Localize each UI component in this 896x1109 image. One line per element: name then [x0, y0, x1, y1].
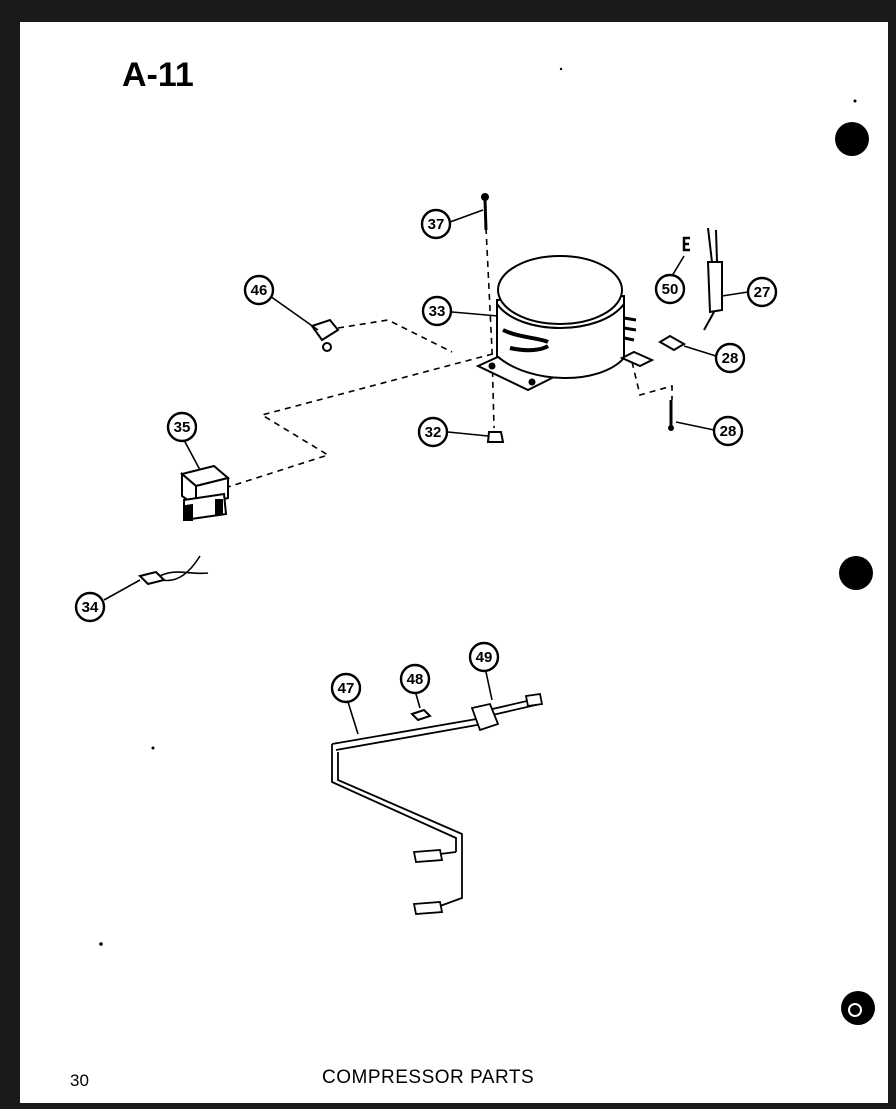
wiring-harness [331, 715, 495, 915]
callout-46-label: 46 [251, 282, 268, 299]
bolt-head [481, 193, 489, 201]
diagram-sheet [20, 22, 888, 1103]
power-cord-plug [138, 555, 209, 586]
leader-33 [451, 311, 499, 317]
leader-28b [675, 421, 715, 431]
mount-bracket [658, 334, 686, 352]
callout-34-label: 34 [82, 599, 99, 616]
mounting-bolt [481, 193, 489, 231]
leader-50 [671, 255, 685, 277]
mount-screw [668, 400, 674, 431]
page-number: 30 [70, 1071, 89, 1090]
start-relay [179, 464, 231, 522]
callout-bubbles: 37 33 46 50 27 28 28 32 [74, 208, 778, 704]
thermal-protector [703, 227, 723, 331]
callout-34: 34 [74, 591, 106, 623]
bolt-axis-line [485, 227, 495, 429]
callout-35-label: 35 [174, 419, 191, 436]
leader-49 [485, 671, 493, 701]
compressor [475, 255, 637, 392]
protector-lead [707, 227, 718, 263]
binder-hole-bottom-mark [848, 1003, 862, 1017]
callout-leaders [103, 209, 749, 735]
leader-27 [721, 291, 749, 297]
terminal-connector [310, 318, 340, 352]
assembly-lines [224, 227, 673, 489]
binder-hole-bottom [841, 991, 875, 1025]
callout-37-label: 37 [428, 216, 445, 233]
leader-37 [449, 209, 484, 223]
harness-plug-lower [412, 901, 444, 915]
lead-connector [470, 702, 500, 732]
compressor-seam [496, 303, 625, 329]
scan-specks [99, 67, 857, 946]
harness-drop [331, 744, 463, 852]
callout-28-upper: 28 [714, 342, 746, 374]
speck [151, 746, 155, 750]
callout-49-label: 49 [476, 649, 493, 666]
harness-upper-run [331, 715, 495, 751]
screw-head [668, 425, 674, 431]
compressor-dome [497, 255, 623, 325]
cord-plug [138, 570, 166, 586]
binder-hole-top [835, 122, 869, 156]
callout-50-label: 50 [662, 281, 679, 298]
protector-tip [703, 311, 715, 331]
callout-32-label: 32 [425, 424, 442, 441]
harness-plug-upper [412, 849, 444, 863]
leader-47 [347, 701, 359, 735]
leader-28a [683, 345, 717, 357]
leader-48 [415, 693, 421, 709]
callout-28-lower: 28 [712, 415, 744, 447]
callout-27-label: 27 [754, 284, 771, 301]
callout-33-label: 33 [429, 303, 446, 320]
sheet-title: A-11 [122, 56, 194, 94]
process-tubes [623, 316, 637, 342]
callout-49: 49 [468, 641, 500, 673]
callout-35: 35 [166, 411, 198, 443]
bracket-to-screw-line [631, 361, 673, 400]
mount-hole [488, 362, 496, 370]
grommet [486, 431, 505, 443]
leader-34 [103, 579, 141, 601]
callout-47: 47 [330, 672, 362, 704]
speck [559, 67, 563, 71]
callout-28-upper-label: 28 [722, 350, 739, 367]
lead-end [524, 692, 544, 708]
relay-to-compressor-line [224, 351, 501, 489]
callout-33: 33 [421, 295, 453, 327]
retaining-clip [682, 236, 690, 252]
harness-lower-run [439, 851, 463, 907]
compressor-foot [619, 350, 655, 368]
leader-46 [269, 295, 319, 331]
mount-hole [528, 378, 536, 386]
callout-27: 27 [746, 276, 778, 308]
callout-46: 46 [243, 274, 275, 306]
bolt-shank [483, 199, 488, 231]
speck [853, 99, 857, 103]
callout-37: 37 [420, 208, 452, 240]
binder-hole-middle [839, 556, 873, 590]
speck [99, 942, 103, 946]
callout-32: 32 [417, 416, 449, 448]
leader-32 [447, 431, 489, 437]
harness-clamp [410, 708, 432, 722]
suction-tube [502, 328, 550, 353]
callout-50: 50 [654, 273, 686, 305]
terminal-to-compressor-line [337, 319, 453, 353]
callout-48: 48 [399, 663, 431, 695]
callout-48-label: 48 [407, 671, 424, 688]
terminal-screw [322, 342, 332, 352]
wire-lead [470, 692, 544, 732]
relay-terminals [185, 499, 223, 521]
leader-35 [183, 439, 201, 471]
callout-28-lower-label: 28 [720, 423, 737, 440]
binder-holes [835, 122, 875, 1025]
callout-47-label: 47 [338, 680, 355, 697]
protector-body [706, 261, 723, 314]
terminal-body [310, 318, 340, 342]
footer-caption: COMPRESSOR PARTS [322, 1067, 535, 1088]
cord-wires [159, 555, 209, 582]
